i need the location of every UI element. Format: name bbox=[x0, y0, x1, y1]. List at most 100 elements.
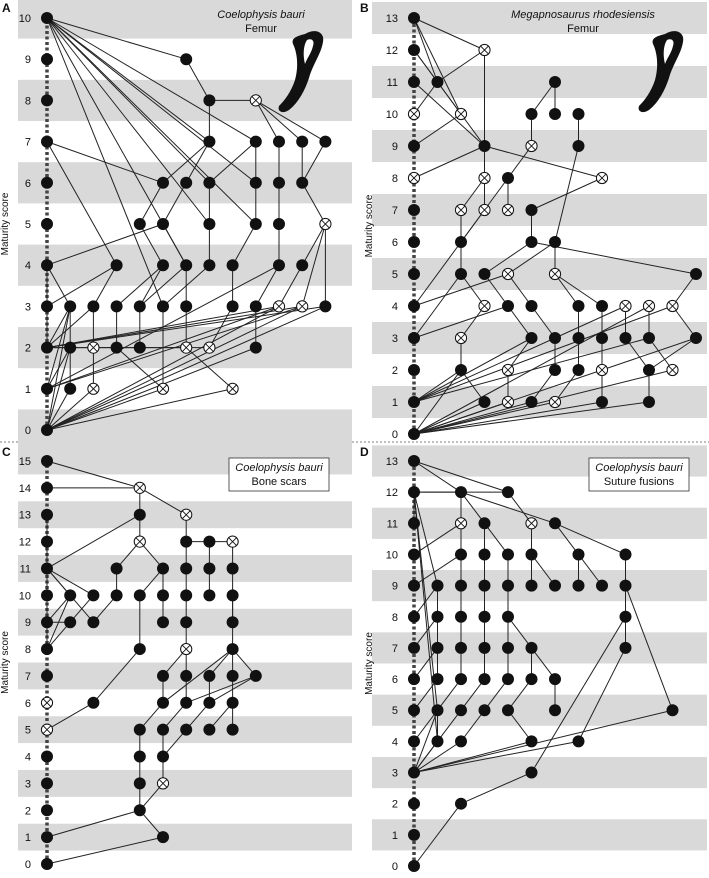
filled-node bbox=[203, 696, 216, 709]
transition-edge bbox=[413, 145, 485, 179]
score-tick-label: 13 bbox=[19, 510, 31, 522]
transition-edge bbox=[208, 306, 234, 348]
filled-node bbox=[478, 673, 491, 686]
filled-node bbox=[203, 562, 216, 575]
filled-node bbox=[408, 300, 420, 312]
transition-edge bbox=[413, 337, 532, 403]
filled-node bbox=[180, 669, 193, 682]
filled-node bbox=[408, 766, 420, 779]
filled-node bbox=[41, 589, 53, 602]
transition-edge bbox=[46, 17, 210, 225]
transition-edge bbox=[531, 81, 556, 115]
transition-edge bbox=[139, 223, 164, 266]
filled-node bbox=[408, 332, 420, 344]
open-node bbox=[40, 723, 54, 736]
transition-edge bbox=[46, 514, 141, 569]
score-tick-label: 13 bbox=[386, 456, 398, 468]
score-tick-label: 14 bbox=[19, 483, 31, 495]
score-tick-label: 8 bbox=[392, 173, 398, 185]
transition-edge bbox=[185, 347, 233, 390]
transition-edge bbox=[162, 648, 233, 704]
filled-node bbox=[525, 236, 538, 248]
title-box bbox=[228, 457, 330, 492]
transition-edge bbox=[278, 264, 303, 307]
transition-edge bbox=[507, 241, 556, 275]
transition-edge bbox=[413, 17, 485, 51]
filled-node bbox=[64, 341, 77, 354]
open-node bbox=[226, 382, 239, 395]
open-node bbox=[525, 139, 538, 153]
filled-node bbox=[319, 300, 332, 313]
transition-edge bbox=[46, 809, 140, 838]
filled-node bbox=[408, 268, 420, 280]
filled-node bbox=[408, 579, 420, 592]
score-tick-label: 0 bbox=[25, 859, 31, 871]
score-tick-label: 0 bbox=[25, 425, 31, 437]
transition-edge bbox=[413, 305, 673, 403]
filled-node bbox=[157, 176, 169, 189]
filled-node bbox=[41, 643, 53, 656]
score-tick-label: 4 bbox=[25, 260, 31, 272]
transition-edge bbox=[413, 647, 438, 680]
transition-edge bbox=[255, 264, 280, 307]
filled-node bbox=[203, 723, 216, 736]
filled-node bbox=[455, 673, 467, 686]
transition-edge bbox=[578, 647, 626, 742]
filled-node bbox=[502, 579, 514, 592]
filled-node bbox=[133, 218, 146, 230]
filled-node bbox=[408, 455, 420, 467]
filled-node bbox=[157, 300, 169, 313]
filled-node bbox=[525, 396, 538, 408]
transition-edge bbox=[413, 81, 438, 115]
filled-node bbox=[549, 517, 561, 530]
open-node bbox=[156, 382, 170, 395]
transition-edge bbox=[46, 460, 140, 489]
filled-node bbox=[249, 669, 262, 682]
filled-node bbox=[41, 562, 53, 575]
transition-edge bbox=[209, 141, 257, 184]
score-tick-label: 1 bbox=[392, 397, 398, 409]
filled-node bbox=[502, 673, 514, 686]
filled-node bbox=[408, 428, 420, 440]
filled-node bbox=[157, 259, 169, 272]
score-tick-label: 5 bbox=[25, 725, 31, 737]
filled-node bbox=[502, 486, 514, 499]
transition-edge bbox=[413, 460, 462, 493]
filled-node bbox=[643, 396, 655, 408]
open-node bbox=[87, 341, 100, 354]
filled-node bbox=[41, 535, 53, 548]
score-tick-label: 0 bbox=[392, 861, 398, 873]
transition-edge bbox=[93, 648, 141, 704]
open-node bbox=[180, 508, 193, 521]
transition-edge bbox=[413, 709, 673, 774]
title-element: Suture fusions bbox=[604, 476, 675, 488]
filled-node bbox=[572, 548, 585, 561]
transition-edge bbox=[413, 709, 438, 742]
open-node bbox=[501, 267, 515, 281]
filled-node bbox=[296, 259, 309, 272]
score-tick-label: 15 bbox=[19, 456, 31, 468]
open-node bbox=[203, 341, 216, 354]
transition-edge bbox=[413, 492, 438, 711]
transition-edge bbox=[507, 337, 532, 371]
transition-edge bbox=[531, 647, 556, 680]
score-band bbox=[372, 694, 707, 726]
filled-node bbox=[408, 673, 420, 686]
filled-node bbox=[478, 517, 491, 530]
open-node bbox=[87, 382, 100, 395]
filled-node bbox=[408, 12, 420, 24]
filled-node bbox=[157, 750, 169, 763]
score-tick-label: 7 bbox=[392, 643, 398, 655]
transition-edge bbox=[46, 17, 257, 225]
filled-node bbox=[549, 76, 561, 88]
filled-node bbox=[203, 589, 216, 602]
filled-node bbox=[455, 610, 467, 623]
transition-edge bbox=[413, 273, 509, 307]
filled-node bbox=[643, 364, 655, 376]
title-box bbox=[588, 457, 690, 492]
filled-node bbox=[180, 589, 193, 602]
filled-node bbox=[408, 44, 420, 56]
